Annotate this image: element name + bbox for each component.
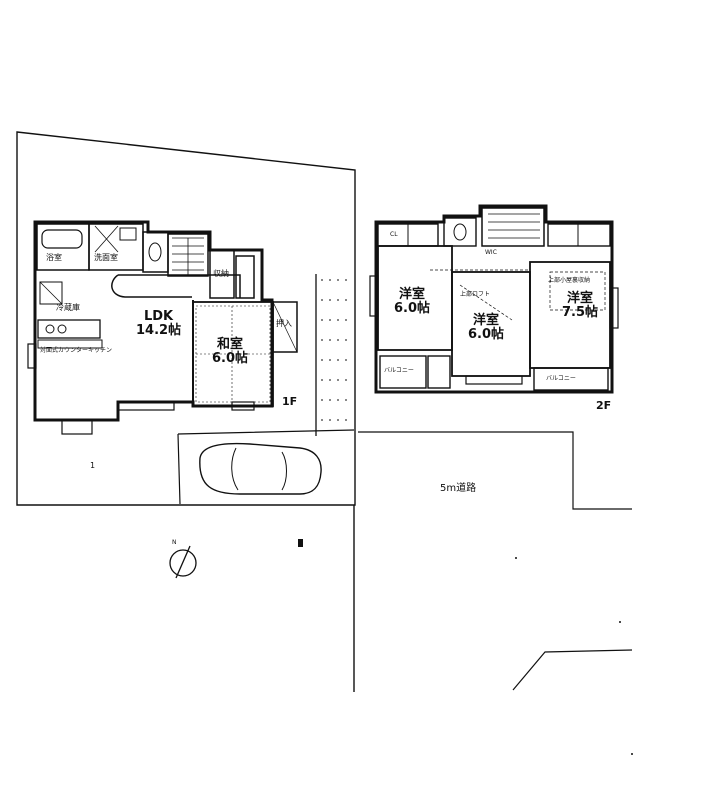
- car-outline: [199, 442, 322, 495]
- bedroom-west-size: 6.0帖: [394, 300, 431, 316]
- loft-note: 上部ロフト: [460, 291, 491, 298]
- floor-label-1f: 1F: [282, 395, 298, 408]
- attic-note: 上部小屋裏収納: [548, 277, 591, 284]
- balcony-right: [533, 367, 609, 391]
- bedroom-middle-size: 6.0帖: [468, 326, 505, 342]
- refrigerator: [39, 281, 63, 305]
- floor-label-2f: 2F: [596, 399, 612, 412]
- road-edge: [358, 431, 632, 510]
- parking-area: [177, 429, 355, 505]
- toilet-room: [142, 231, 169, 273]
- balcony-right-label: バルコニー: [546, 375, 576, 382]
- bedroom-east-size: 7.5帖: [562, 304, 599, 320]
- ldk-name: LDK: [143, 309, 174, 324]
- ldk-label: LDK 14.2帖: [136, 310, 181, 337]
- site-area-mark: 1: [90, 461, 96, 470]
- stairs-2f: [481, 207, 545, 247]
- bath-label: 浴室: [46, 253, 62, 262]
- japanese-room-name: 和室: [217, 337, 244, 352]
- bedroom-middle-name: 洋室: [473, 313, 500, 328]
- closet-label: 押入: [276, 319, 292, 328]
- ldk-size: 14.2帖: [136, 322, 182, 338]
- bedroom-west-name: 洋室: [399, 287, 426, 302]
- washroom-label: 洗面室: [94, 253, 118, 262]
- japanese-room-label: 和室 6.0帖: [212, 338, 248, 365]
- balcony-left-label: バルコニー: [384, 367, 414, 374]
- washroom: [88, 223, 144, 271]
- storage-1f: [209, 249, 235, 299]
- road-label: 5m道路: [440, 483, 477, 494]
- cl-label: CL: [390, 231, 398, 238]
- bedroom-east-label: 洋室 7.5帖: [562, 292, 598, 319]
- north-compass: [169, 545, 197, 579]
- site-boundary-1f: [16, 131, 356, 506]
- bedroom-middle-label: 洋室 6.0帖: [468, 314, 504, 341]
- closet-1f: [272, 301, 298, 353]
- compass-label: N: [172, 539, 177, 546]
- kitchen-note: 対面式カウンターキッチン: [40, 347, 113, 354]
- japanese-room-size: 6.0帖: [212, 350, 249, 366]
- bedroom-west-label: 洋室 6.0帖: [394, 288, 430, 315]
- bathtub: [41, 229, 83, 249]
- wic-label: WIC: [485, 249, 497, 256]
- bedroom-east-name: 洋室: [567, 291, 594, 306]
- refrigerator-label: 冷蔵庫: [56, 303, 80, 312]
- balcony-left: [379, 355, 427, 389]
- storage-label: 収納: [213, 269, 229, 278]
- kitchen-counter: [37, 319, 101, 339]
- road-curb: [512, 649, 633, 691]
